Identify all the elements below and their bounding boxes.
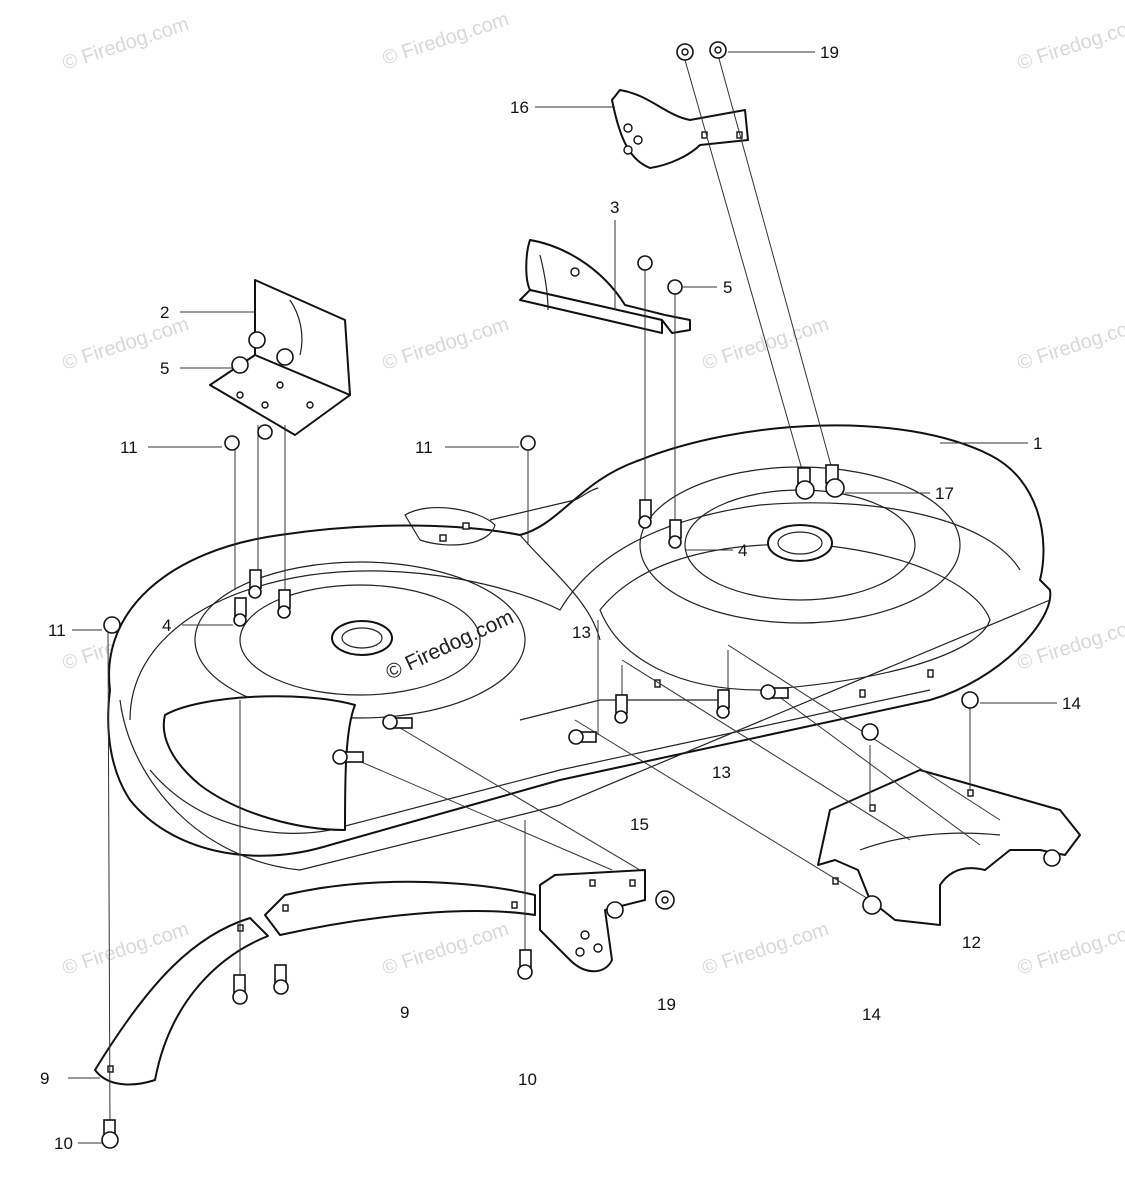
callout-14-bottom: 14 xyxy=(862,1005,881,1024)
bracket-3 xyxy=(519,239,691,334)
nut-14-mid xyxy=(861,723,879,741)
nut-12-right xyxy=(1043,849,1061,867)
nut-19-top-right xyxy=(709,41,727,59)
bolt-13-d xyxy=(760,684,789,700)
callout-11-center: 11 xyxy=(415,438,433,457)
nut-5-left xyxy=(637,255,653,271)
bracket-12 xyxy=(817,769,1081,926)
watermark: © Firedog.com xyxy=(700,918,832,980)
bolt-discharge-b xyxy=(382,714,413,730)
nut-11-a xyxy=(224,435,240,451)
nut-5-right xyxy=(667,279,683,295)
callout-4-left: 4 xyxy=(162,616,171,635)
callout-17: 17 xyxy=(935,484,954,503)
callout-11-left: 11 xyxy=(48,621,66,640)
nut-15 xyxy=(606,901,624,919)
bolt-4-left-c xyxy=(277,589,291,619)
nut-5-bracket2 xyxy=(231,356,249,374)
callout-9-left: 9 xyxy=(40,1069,49,1088)
assembly-lines xyxy=(107,54,1001,1131)
bolt-10-center xyxy=(517,949,533,980)
callout-15: 15 xyxy=(630,815,649,834)
nut-11-b xyxy=(257,424,273,440)
callout-10-center: 10 xyxy=(518,1070,537,1089)
nut-19-top-left xyxy=(676,43,694,61)
bolt-10-left xyxy=(101,1119,119,1149)
bolt-4-right-b xyxy=(668,519,682,549)
callout-9-middle: 9 xyxy=(400,1003,409,1022)
nut-11-left xyxy=(103,616,121,634)
callout-19-bottom: 19 xyxy=(657,995,676,1014)
bolt-4-left-b xyxy=(233,597,247,627)
bolt-4-right-a xyxy=(638,499,652,529)
nut-14-top xyxy=(961,691,979,709)
bolt-4-left-a xyxy=(248,569,262,599)
hardware xyxy=(101,41,1061,1149)
nut-2-b xyxy=(276,348,294,366)
bolt-9-b xyxy=(273,964,289,995)
callout-14-top: 14 xyxy=(1062,694,1081,713)
bolt-13-c xyxy=(716,689,730,719)
callout-leaders xyxy=(68,51,1057,1144)
stud-17-b xyxy=(825,464,845,498)
bolt-9-a xyxy=(232,974,248,1005)
deck-housing xyxy=(107,424,1052,871)
nut-19-bottom xyxy=(655,890,675,910)
watermark: © Firedog.com xyxy=(380,918,512,980)
callout-11-upper-left: 11 xyxy=(120,438,138,457)
callout-2: 2 xyxy=(160,303,169,322)
watermark: © Firedog.com xyxy=(60,13,192,75)
callout-12: 12 xyxy=(962,933,981,952)
callout-16: 16 xyxy=(510,98,529,117)
nut-11-center xyxy=(520,435,536,451)
bolt-13-b xyxy=(614,694,628,724)
nut-14-bottom xyxy=(862,895,882,915)
bracket-15 xyxy=(539,869,646,973)
callout-13-top: 13 xyxy=(572,623,591,642)
watermark: © Firedog.com xyxy=(1015,918,1125,980)
callout-labels: 19 16 3 5 2 5 11 11 1 17 4 11 4 13 14 13… xyxy=(40,43,1081,1153)
callout-1: 1 xyxy=(1033,434,1042,453)
watermark: © Firedog.com xyxy=(1015,13,1125,75)
callout-10-left: 10 xyxy=(54,1134,73,1153)
watermark: © Firedog.com xyxy=(1015,313,1125,375)
scraper-9 xyxy=(94,880,536,1086)
callout-5-right: 5 xyxy=(723,278,732,297)
callout-3: 3 xyxy=(610,198,619,217)
watermark: © Firedog.com xyxy=(60,313,192,375)
callout-5-left: 5 xyxy=(160,359,169,378)
callout-19-top: 19 xyxy=(820,43,839,62)
watermark: © Firedog.com xyxy=(380,313,512,375)
callout-4-right: 4 xyxy=(738,541,747,560)
callout-13-bottom: 13 xyxy=(712,763,731,782)
stud-17-a xyxy=(795,467,815,500)
bolt-13-a xyxy=(568,729,597,745)
watermark: © Firedog.com xyxy=(380,8,512,70)
nut-2-a xyxy=(248,331,266,349)
bolt-discharge-a xyxy=(332,749,364,765)
bracket-16 xyxy=(611,89,749,169)
